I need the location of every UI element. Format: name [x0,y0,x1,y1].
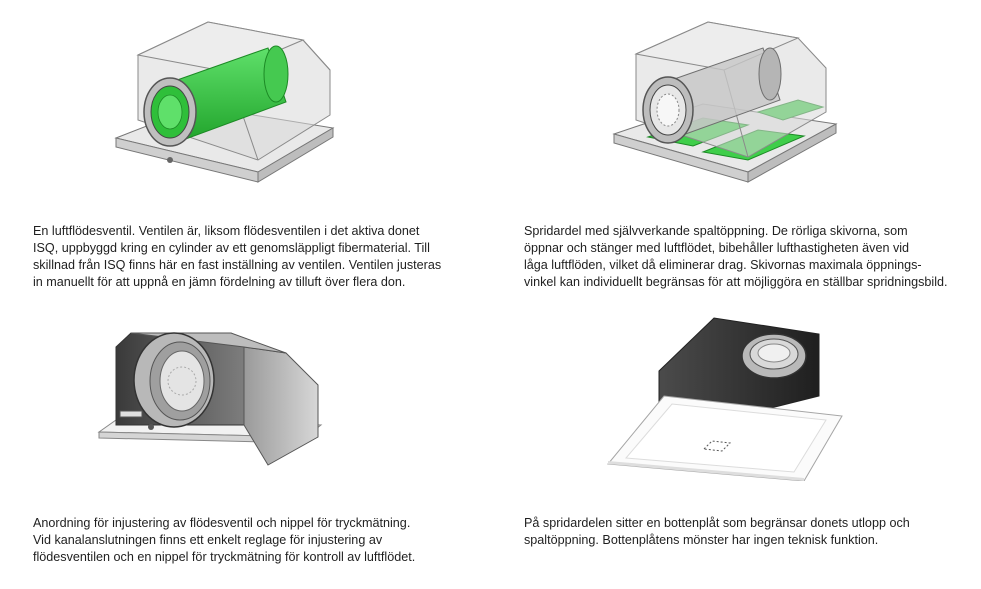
diffuser-part-caption: Spridardel med självverkande spaltöppnin… [524,223,948,291]
caption-line: spaltöppning. Bottenplåtens mönster har … [524,533,879,547]
caption-line: flödesventilen och en nippel för tryckmä… [33,550,416,564]
caption-line: låga luftflöden, vilket då eliminerar dr… [524,258,922,272]
flow-valve-illustration [114,21,335,183]
caption-line: in manuellt för att uppnå en jämn fördel… [33,275,406,289]
caption-line: På spridardelen sitter en bottenplåt som… [524,516,910,530]
caption-line: öppnar och stänger med luftflödet, bibeh… [524,241,910,255]
caption-line: skillnad från ISQ finns här en fast inst… [33,258,442,272]
caption-line: Anordning för injustering av flödesventi… [33,516,411,530]
caption-line: vinkel kan individuellt begränsas för at… [524,275,948,289]
caption-line: ISQ, uppbyggd kring en cylinder av ett g… [33,241,430,255]
bottom-plate-caption: På spridardelen sitter en bottenplåt som… [524,515,910,549]
adjustment-illustration [97,332,323,466]
caption-line: Vid kanalanslutningen finns ett enkelt r… [33,533,383,547]
caption-line: En luftflödesventil. Ventilen är, liksom… [33,224,420,238]
bottom-plate-illustration [607,317,843,481]
adjustment-caption: Anordning för injustering av flödesventi… [33,515,415,566]
caption-line: Spridardel med självverkande spaltöppnin… [524,224,908,238]
flow-valve-caption: En luftflödesventil. Ventilen är, liksom… [33,223,441,291]
diffuser-part-illustration [612,21,838,183]
